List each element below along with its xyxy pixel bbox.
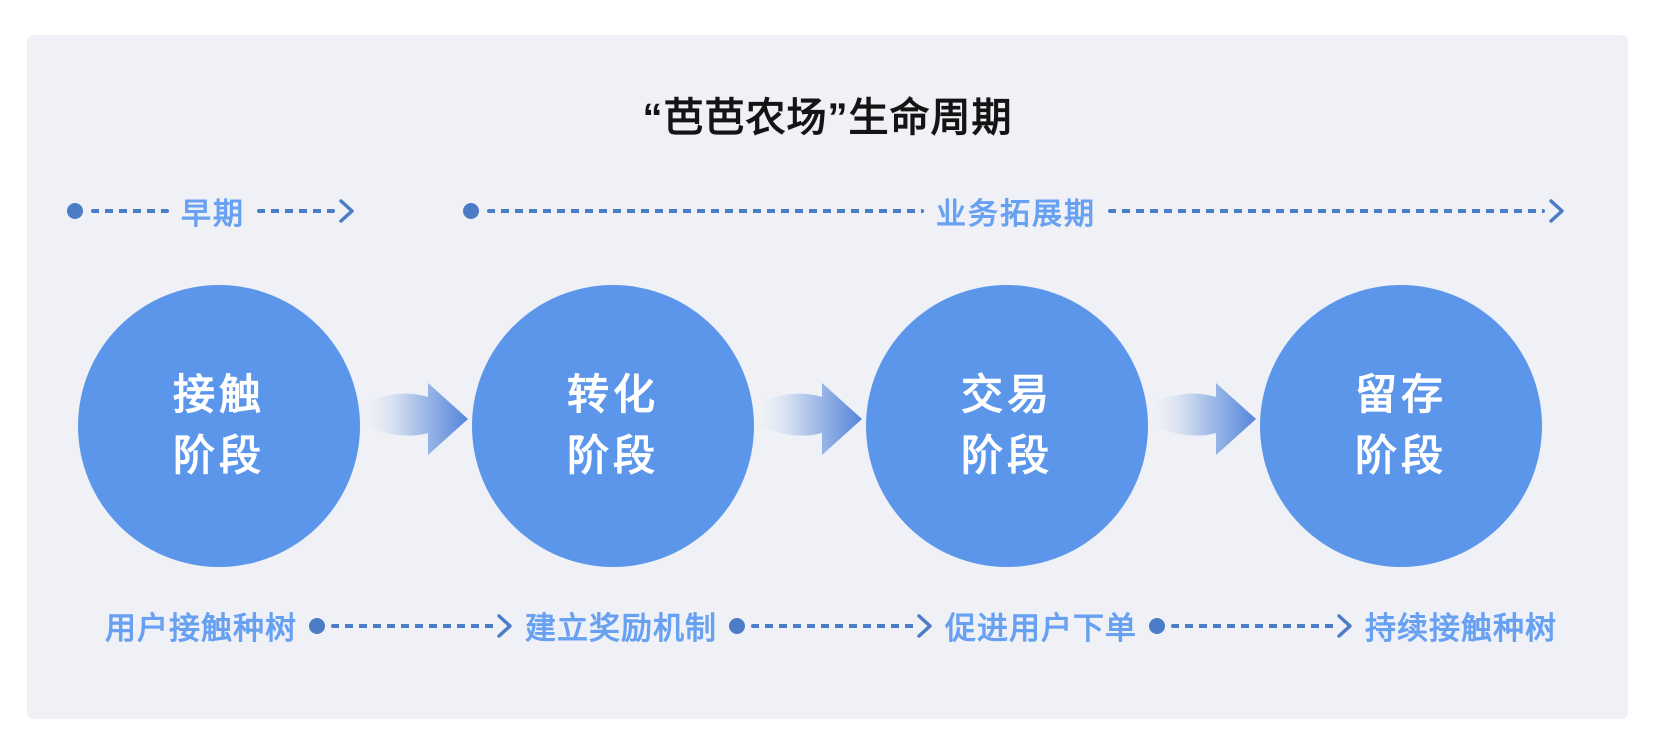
connector-dot-icon	[309, 617, 325, 634]
dashed-arrow-connector	[729, 613, 933, 639]
dashed-line	[1171, 623, 1335, 628]
dashed-line	[1108, 209, 1545, 213]
timeline-early-phase: 早期	[67, 198, 355, 231]
expansion-phase-label: 业务拓展期	[936, 198, 1096, 231]
early-phase-label: 早期	[181, 198, 245, 231]
arrow-right-icon	[917, 613, 932, 638]
dashed-arrow-connector	[1149, 613, 1353, 639]
arrow-right-icon	[1549, 199, 1564, 223]
arrow-right-icon	[339, 199, 354, 223]
stage-name-line: 留存	[1354, 371, 1447, 419]
connector-dot-icon	[729, 617, 745, 634]
gradient-arrow-icon	[756, 383, 862, 455]
stage-note: 用户接触种树	[105, 611, 297, 646]
gradient-arrow-icon	[1150, 383, 1256, 455]
arrow-right-icon	[497, 613, 512, 638]
timeline-start-dot-icon	[67, 203, 83, 219]
dashed-line	[487, 209, 924, 213]
stage-name-line: 接触	[172, 371, 265, 419]
stage-notes-row: 用户接触种树 建立奖励机制 促进用户下单	[105, 603, 1557, 648]
stage-note: 促进用户下单	[945, 611, 1137, 646]
dashed-line	[331, 623, 495, 628]
stage-name-line: 阶段	[172, 432, 265, 479]
stage-name-line: 交易	[960, 371, 1053, 419]
stage-name-line: 转化	[566, 371, 659, 419]
lifecycle-panel: “芭芭农场”生命周期 早期 业务拓展期 接触 阶段 转化	[27, 35, 1628, 719]
dashed-line	[91, 209, 169, 213]
stage-circle-conversion: 转化 阶段	[472, 285, 754, 567]
connector-dot-icon	[1149, 617, 1165, 634]
diagram-title: “芭芭农场”生命周期	[642, 96, 1013, 140]
arrow-right-icon	[1337, 613, 1352, 638]
stage-circle-contact: 接触 阶段	[78, 285, 360, 567]
stage-name-line: 阶段	[960, 432, 1053, 479]
stage-name-line: 阶段	[1354, 432, 1447, 479]
stage-name-line: 阶段	[566, 432, 659, 479]
dashed-line	[751, 623, 915, 628]
stage-note: 持续接触种树	[1365, 611, 1557, 646]
stage-circle-retention: 留存 阶段	[1260, 285, 1542, 567]
stage-circle-transaction: 交易 阶段	[866, 285, 1148, 567]
dashed-arrow-connector	[309, 613, 513, 639]
timeline-expansion-phase: 业务拓展期	[463, 198, 1565, 231]
dashed-line	[257, 209, 335, 213]
stage-note: 建立奖励机制	[525, 611, 717, 646]
gradient-arrow-icon	[362, 383, 468, 455]
timeline-start-dot-icon	[463, 203, 479, 219]
